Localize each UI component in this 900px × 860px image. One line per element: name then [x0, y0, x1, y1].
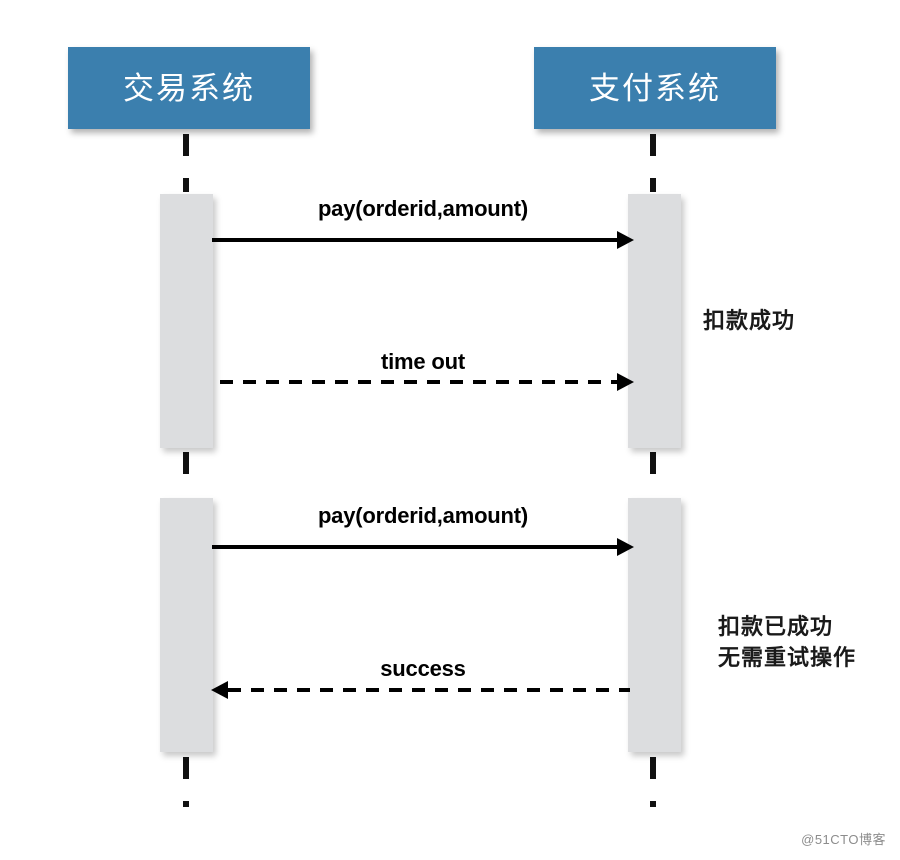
message-line-timeout [220, 380, 619, 384]
lifeline-payment-segment-top [650, 134, 656, 192]
lifeline-trade-segment-bottom [183, 757, 189, 807]
message-arrowhead-success [211, 681, 228, 699]
participant-label-payment: 支付系统 [589, 70, 721, 106]
note-no-retry: 扣款已成功 无需重试操作 [718, 611, 856, 673]
note-deduction-success-line1: 扣款成功 [703, 308, 796, 333]
activation-bar-trade-second[interactable] [160, 498, 213, 752]
participant-header-trade[interactable]: 交易系统 [68, 47, 310, 129]
participant-header-payment[interactable]: 支付系统 [534, 47, 776, 129]
message-label-success: success [380, 656, 466, 681]
message-line-pay-second [212, 545, 619, 549]
lifeline-trade-segment-top [183, 134, 189, 192]
lifeline-payment-segment-bottom [650, 757, 656, 807]
message-line-pay-first [212, 238, 619, 242]
lifeline-trade-segment-middle [183, 452, 189, 496]
message-arrowhead-pay-first [617, 231, 634, 249]
note-deduction-success: 扣款成功 [703, 305, 795, 336]
message-line-success [228, 688, 630, 692]
message-arrowhead-pay-second [617, 538, 634, 556]
message-label-pay-second: pay(orderid,amount) [317, 503, 529, 528]
message-arrowhead-timeout [617, 373, 634, 391]
note-no-retry-line1: 扣款已成功 [718, 614, 834, 639]
activation-bar-payment-second[interactable] [628, 498, 681, 752]
participant-label-trade: 交易系统 [123, 70, 255, 106]
message-label-timeout: time out [381, 349, 465, 374]
activation-bar-payment-first[interactable] [628, 194, 681, 448]
message-label-pay-first: pay(orderid,amount) [317, 196, 529, 221]
note-no-retry-line2: 无需重试操作 [718, 645, 857, 671]
lifeline-payment-segment-middle [650, 452, 656, 496]
watermark: @51CTO博客 [801, 832, 886, 847]
activation-bar-trade-first[interactable] [160, 194, 213, 448]
